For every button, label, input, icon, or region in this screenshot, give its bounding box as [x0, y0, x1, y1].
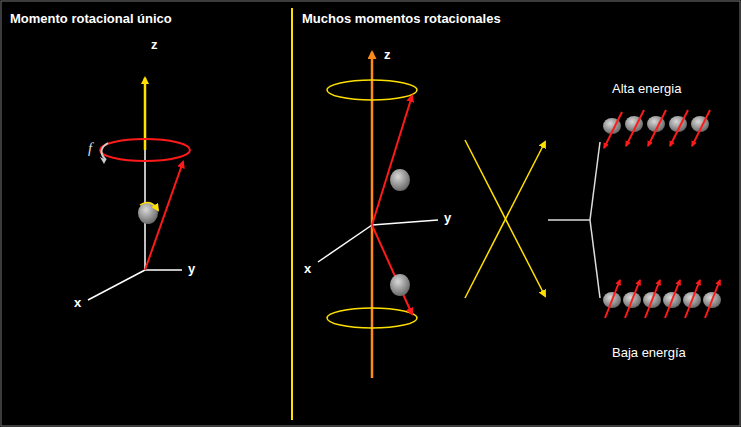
axis-label: z [384, 48, 391, 62]
panel-heading: Muchos momentos rotacionales [302, 12, 501, 26]
panel-heading: Momento rotacional único [10, 12, 172, 26]
axis-label: y [444, 211, 451, 225]
energy-level-label: Alta energia [612, 82, 681, 96]
axis-label: x [74, 296, 81, 310]
axis-label: y [188, 262, 195, 276]
axis-label: x [304, 262, 311, 276]
energy-level-label: Baja energía [612, 346, 686, 360]
axis-label: z [151, 38, 158, 52]
frequency-label: f [88, 140, 92, 157]
